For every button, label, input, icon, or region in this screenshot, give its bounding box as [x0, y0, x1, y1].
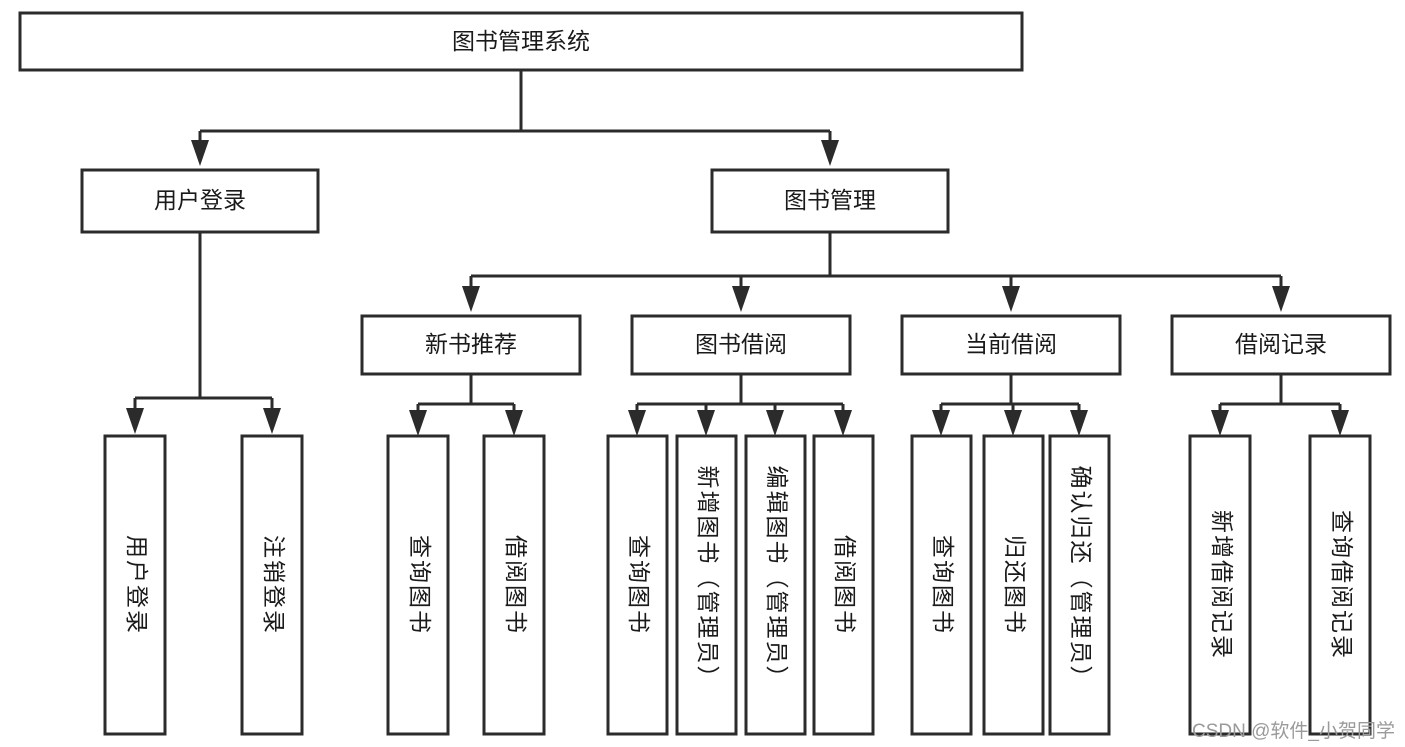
leaf-query-book-3-label: 查询图书 — [930, 535, 956, 635]
node-new-book-rec[interactable]: 新书推荐 — [360, 314, 582, 376]
leaf-logout-label: 注销登录 — [261, 535, 287, 635]
leaf-query-book-1-box[interactable] — [386, 434, 450, 736]
user-login-label: 用户登录 — [154, 187, 246, 213]
root-box[interactable] — [18, 11, 1024, 72]
leaf-logout-box[interactable] — [240, 434, 304, 736]
arrow-to-leaf-query-book-3 — [932, 410, 950, 436]
connectors-bookborrow-to-leaves — [628, 374, 852, 436]
leaf-query-record-label: 查询借阅记录 — [1329, 510, 1355, 660]
connectors-userlogin-to-leaves — [126, 232, 281, 434]
leaf-borrow-book-1-box[interactable] — [482, 434, 546, 736]
node-leaf-user-login[interactable]: 用户登录 — [103, 434, 167, 736]
borrow-record-box[interactable] — [1170, 314, 1392, 376]
node-leaf-add-book[interactable]: 新增图书（管理员） — [675, 434, 738, 736]
arrow-to-leaf-query-book-2 — [628, 410, 646, 436]
node-leaf-return-book[interactable]: 归还图书 — [982, 434, 1045, 736]
arrow-to-leaf-query-book-1 — [409, 410, 427, 436]
leaf-add-record-box[interactable] — [1188, 434, 1252, 736]
arrow-to-leaf-borrow-book-2 — [834, 410, 852, 436]
book-borrow-label: 图书借阅 — [695, 331, 787, 357]
leaf-user-login-box[interactable] — [103, 434, 167, 736]
arrow-to-leaf-add-record — [1211, 410, 1229, 436]
leaf-add-record-label: 新增借阅记录 — [1209, 510, 1235, 660]
node-leaf-query-record[interactable]: 查询借阅记录 — [1308, 434, 1372, 736]
leaf-query-book-3-box[interactable] — [910, 434, 973, 736]
leaf-query-book-1-label: 查询图书 — [407, 535, 433, 635]
node-leaf-borrow-book-1[interactable]: 借阅图书 — [482, 434, 546, 736]
leaf-edit-book-label: 编辑图书（管理员） — [764, 466, 790, 691]
leaf-query-record-box[interactable] — [1308, 434, 1372, 736]
connectors-newbookrec-to-leaves — [409, 374, 523, 436]
leaf-borrow-book-1-label: 借阅图书 — [503, 535, 529, 635]
leaf-confirm-return-label: 确认归还（管理员） — [1068, 466, 1094, 691]
arrow-to-leaf-logout — [263, 408, 281, 434]
connectors-bookmanage-to-level3 — [462, 232, 1290, 312]
leaf-query-book-2-box[interactable] — [606, 434, 669, 736]
connectors-borrowrecord-to-leaves — [1211, 374, 1349, 436]
node-book-manage[interactable]: 图书管理 — [710, 168, 950, 234]
leaf-add-book-label: 新增图书（管理员） — [695, 466, 721, 691]
node-leaf-edit-book[interactable]: 编辑图书（管理员） — [744, 434, 807, 736]
node-root-system[interactable]: 图书管理系统 — [18, 11, 1024, 72]
arrow-to-leaf-query-record — [1331, 410, 1349, 436]
node-leaf-borrow-book-2[interactable]: 借阅图书 — [812, 434, 875, 736]
arrow-to-leaf-borrow-book-1 — [505, 410, 523, 436]
arrow-to-borrow-record — [1272, 286, 1290, 312]
book-manage-label: 图书管理 — [784, 187, 876, 213]
node-leaf-add-record[interactable]: 新增借阅记录 — [1188, 434, 1252, 736]
arrow-to-current-borrow — [1002, 286, 1020, 312]
arrow-to-leaf-edit-book — [766, 410, 784, 436]
current-borrow-label: 当前借阅 — [965, 331, 1057, 357]
leaf-add-book-box[interactable] — [675, 434, 738, 736]
arrow-to-leaf-user-login — [126, 408, 144, 434]
leaf-edit-book-box[interactable] — [744, 434, 807, 736]
leaf-confirm-return-box[interactable] — [1048, 434, 1111, 736]
root-label: 图书管理系统 — [452, 28, 590, 54]
new-book-rec-box[interactable] — [360, 314, 582, 376]
node-leaf-query-book-3[interactable]: 查询图书 — [910, 434, 973, 736]
leaf-user-login-label: 用户登录 — [124, 535, 150, 635]
node-leaf-logout[interactable]: 注销登录 — [240, 434, 304, 736]
leaf-return-book-label: 归还图书 — [1002, 535, 1028, 635]
current-borrow-box[interactable] — [900, 314, 1122, 376]
leaf-return-book-box[interactable] — [982, 434, 1045, 736]
book-borrow-box[interactable] — [630, 314, 852, 376]
leaf-query-book-2-label: 查询图书 — [626, 535, 652, 635]
arrow-to-leaf-add-book — [697, 410, 715, 436]
arrow-to-leaf-return-book — [1004, 410, 1022, 436]
leaf-borrow-book-2-box[interactable] — [812, 434, 875, 736]
leaf-borrow-book-2-label: 借阅图书 — [832, 535, 858, 635]
user-login-box[interactable] — [80, 168, 320, 234]
node-user-login[interactable]: 用户登录 — [80, 168, 320, 234]
connectors-currentborrow-to-leaves — [932, 374, 1088, 436]
arrow-to-user-login — [191, 140, 209, 166]
node-leaf-confirm-return[interactable]: 确认归还（管理员） — [1048, 434, 1111, 736]
new-book-rec-label: 新书推荐 — [425, 331, 517, 357]
arrow-to-new-book-rec — [462, 286, 480, 312]
node-leaf-query-book-2[interactable]: 查询图书 — [606, 434, 669, 736]
arrow-to-book-manage — [821, 140, 839, 166]
book-manage-box[interactable] — [710, 168, 950, 234]
node-current-borrow[interactable]: 当前借阅 — [900, 314, 1122, 376]
node-leaf-query-book-1[interactable]: 查询图书 — [386, 434, 450, 736]
borrow-record-label: 借阅记录 — [1235, 331, 1327, 357]
node-book-borrow[interactable]: 图书借阅 — [630, 314, 852, 376]
arrow-to-book-borrow — [732, 286, 750, 312]
node-borrow-record[interactable]: 借阅记录 — [1170, 314, 1392, 376]
connectors-root-to-level2 — [191, 70, 839, 166]
arrow-to-leaf-confirm-return — [1070, 410, 1088, 436]
